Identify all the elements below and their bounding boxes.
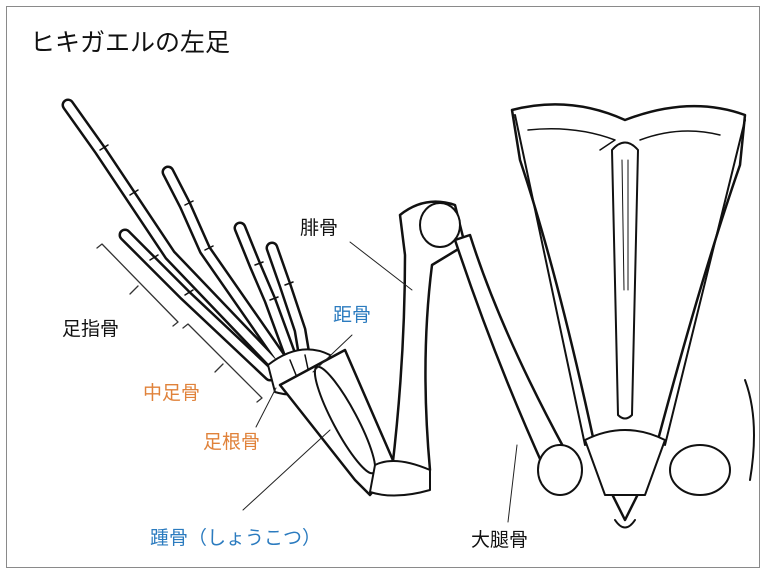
label-metatarsals: 中足骨 [143,382,201,404]
label-fibula: 腓骨 [300,217,339,239]
tibiofibula-bone [369,200,467,497]
femur-bone [453,233,583,496]
fibula-leader [349,241,413,291]
tarsals-leader [255,387,277,428]
label-femur: 大腿骨 [471,529,529,551]
metatarsals-bracket [182,323,263,403]
talus-leader [312,334,353,373]
label-calcaneus: 踵骨（しょうこつ） [150,527,322,549]
phalanges-bracket [96,243,179,327]
label-phalanges: 足指骨 [62,318,120,340]
label-tarsals: 足根骨 [203,431,261,453]
label-talus: 距骨 [333,304,372,326]
femur-leader [507,444,518,523]
pelvis-bone [510,103,755,529]
diagram-frame [6,6,760,568]
calcaneus-leader [242,429,331,511]
diagram-title: ヒキガエルの左足 [30,28,231,57]
